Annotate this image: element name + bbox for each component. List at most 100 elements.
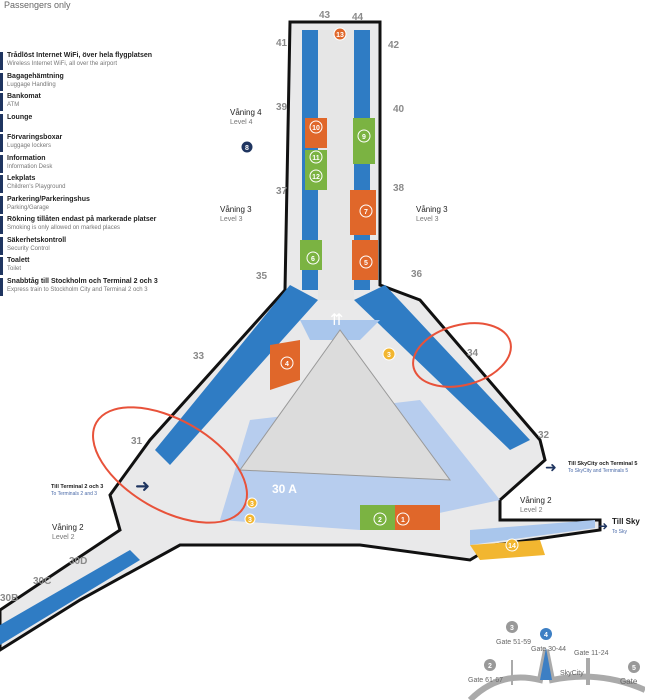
gate-label: 30D — [69, 556, 87, 567]
direction-terminal-2-3[interactable]: Till Terminal 2 och 3 To Terminals 2 and… — [51, 484, 103, 497]
svg-text:Våning 3: Våning 3 — [220, 205, 252, 214]
legend-item: Snabbtåg till Stockholm och Terminal 2 o… — [0, 277, 158, 296]
gate-label: 38 — [393, 183, 405, 194]
gate-label: 37 — [276, 186, 288, 197]
svg-text:Våning 2: Våning 2 — [52, 523, 84, 532]
svg-text:14: 14 — [508, 543, 516, 550]
legend-label-sv: Toalett — [7, 257, 30, 264]
svg-text:13: 13 — [336, 32, 344, 39]
svg-text:4: 4 — [285, 361, 289, 368]
svg-text:3: 3 — [510, 625, 514, 632]
direction-skycity[interactable]: Till SkyCity och Terminal 5 To SkyCity a… — [568, 461, 638, 474]
shop-marker[interactable]: 2 — [373, 512, 387, 526]
legend-item: Lounge — [0, 113, 33, 132]
legend-label-en: ATM — [7, 102, 20, 108]
legend-label-sv: Snabbtåg till Stockholm och Terminal 2 o… — [7, 277, 158, 285]
legend-label-en: Toilet — [7, 266, 22, 272]
gate-label: 30B — [0, 593, 18, 604]
shop-markers: 13 10 9 11 12 7 6 5 4 3 3 3 2 1 14 8 — [240, 27, 519, 552]
gate-label: 30 A — [272, 482, 297, 496]
arrow-right-icon: ➜ — [598, 519, 608, 533]
svg-text:1: 1 — [401, 517, 405, 524]
svg-text:5: 5 — [364, 260, 368, 267]
lounge-icon — [0, 113, 3, 132]
terminal-building — [0, 20, 602, 652]
gate-labels: 43 44 41 42 39 40 37 38 35 36 33 34 31 3… — [0, 10, 550, 604]
gate-label: 32 — [538, 430, 550, 441]
svg-text:Gate 11-24: Gate 11-24 — [574, 650, 609, 657]
gate-label: 35 — [256, 271, 268, 282]
security-icon — [0, 236, 3, 255]
shop-marker[interactable]: 1 — [396, 512, 410, 526]
gate-label: 40 — [393, 104, 405, 115]
svg-text:5: 5 — [632, 665, 636, 672]
svg-text:Level 3: Level 3 — [416, 216, 439, 223]
legend-label-en: Children's Playground — [7, 184, 66, 190]
shop-marker[interactable]: 3 — [244, 513, 256, 525]
gate-label: 42 — [388, 40, 400, 51]
gate-label: 30C — [33, 576, 51, 587]
shop-marker[interactable]: 11 — [309, 150, 323, 164]
shop-marker[interactable]: 10 — [309, 120, 323, 134]
shop-marker[interactable]: 8 — [240, 140, 254, 154]
legend-label-en: Express train to Stockholm City and Term… — [7, 286, 148, 293]
legend-label-en: Wireless Internet WiFi, all over the air… — [7, 61, 118, 67]
svg-text:11: 11 — [312, 155, 320, 162]
legend-label-sv: Parkering/Parkeringshus — [7, 195, 90, 203]
shop-marker[interactable]: 3 — [382, 347, 396, 361]
direction-skycity-2[interactable]: Till Sky To Sky — [612, 517, 640, 535]
shop-marker[interactable]: 6 — [306, 251, 320, 265]
svg-text:Till SkyCity och Terminal 5: Till SkyCity och Terminal 5 — [568, 461, 638, 467]
svg-text:3: 3 — [250, 501, 254, 508]
gate-label: 34 — [467, 348, 479, 359]
legend-label-sv: Lekplats — [7, 175, 36, 182]
highlight-gate-34 — [412, 322, 512, 388]
svg-text:Level 2: Level 2 — [52, 534, 75, 541]
shop-marker[interactable]: 14 — [505, 538, 519, 552]
svg-text:SkyCity: SkyCity — [560, 670, 584, 677]
atm-icon — [0, 93, 3, 111]
shop-marker[interactable]: 4 — [280, 356, 294, 370]
shop-marker[interactable]: 9 — [357, 129, 371, 143]
svg-text:Gate 61-67: Gate 61-67 — [468, 677, 503, 684]
legend-label-sv: Rökning tillåten endast på markerade pla… — [7, 216, 157, 223]
gate-label: 41 — [276, 38, 288, 49]
legend-label-en: Smoking is only allowed on marked places — [7, 225, 121, 231]
legend-label-en: Luggage lockers — [7, 143, 52, 149]
shop-marker[interactable]: 13 — [333, 27, 347, 41]
shop-marker[interactable]: 5 — [359, 255, 373, 269]
playground-icon — [0, 175, 3, 193]
legend-label-en: Information Desk — [7, 163, 53, 170]
gate-label: 43 — [319, 10, 331, 21]
svg-text:3: 3 — [248, 517, 252, 524]
gate-label: 31 — [131, 436, 143, 447]
svg-text:4: 4 — [544, 632, 548, 639]
svg-text:9: 9 — [362, 134, 366, 141]
legend-label-sv: Lounge — [7, 113, 33, 121]
svg-text:To SkyCity and Terminals 5: To SkyCity and Terminals 5 — [568, 468, 628, 474]
svg-text:2: 2 — [488, 663, 492, 670]
legend-item: Rökning tillåten endast på markerade pla… — [0, 216, 156, 234]
legend-label-en: Parking/Garage — [7, 204, 50, 211]
parking-icon — [0, 195, 3, 214]
gate-label: 44 — [352, 12, 364, 23]
svg-text:Till Sky: Till Sky — [612, 517, 640, 526]
legend-label-sv: Förvaringsboxar — [7, 134, 63, 141]
train-icon — [0, 277, 3, 296]
info-icon — [0, 154, 3, 173]
svg-text:10: 10 — [312, 125, 320, 132]
header-note: Passengers only — [4, 0, 71, 10]
shop-marker[interactable]: 7 — [359, 204, 373, 218]
svg-text:Gate 30-44: Gate 30-44 — [531, 646, 566, 653]
toilet-icon — [0, 257, 3, 275]
shop-marker[interactable]: 12 — [309, 169, 323, 183]
shop-marker[interactable]: 3 — [246, 497, 258, 509]
legend-label-sv: Bagagehämtning — [7, 72, 64, 80]
